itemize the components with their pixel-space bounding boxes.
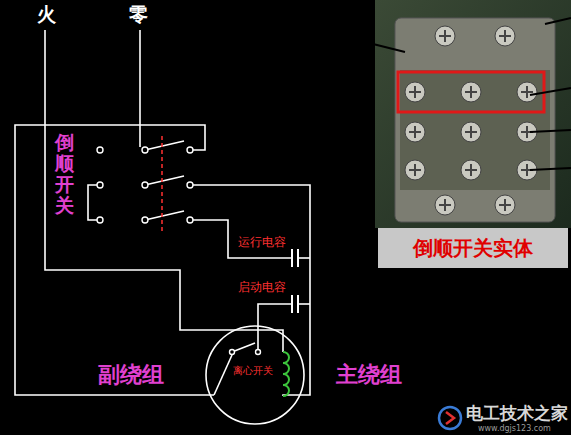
winding-label: 主绕组 (336, 362, 402, 387)
centrifugal-switch-symbol (232, 343, 255, 352)
wires (15, 30, 310, 396)
line-label: 零 (129, 4, 148, 26)
capacitor-label: 运行电容 (238, 236, 286, 250)
caption-text: 倒顺开关实体 (413, 237, 533, 260)
main-winding-coil (283, 352, 289, 396)
capacitor-label: 启动电容 (238, 281, 286, 295)
caption-band: 倒顺开关实体 (378, 228, 568, 268)
switch-photo (365, 0, 571, 228)
motor-circle: 离心开关 (205, 325, 305, 425)
jumper-wire (88, 185, 100, 220)
watermark-url: www.dgjs123.com (478, 424, 551, 433)
switch-contacts (97, 147, 261, 355)
capacitor-bus (190, 220, 292, 258)
live-wire (45, 30, 283, 352)
run-cap-wire (298, 257, 310, 259)
capacitor-symbol (292, 249, 298, 267)
line-label: 火 (37, 4, 56, 26)
aux-winding-wire (15, 125, 214, 395)
mechanical-link (161, 136, 163, 234)
main-winding-wire (190, 185, 310, 396)
capacitor-symbol (292, 295, 298, 313)
watermark: 电工技术之家 (466, 404, 568, 424)
start-cap-wire (298, 303, 310, 305)
switch-label: 倒顺开关 (55, 132, 74, 216)
neutral-wire (139, 30, 141, 147)
aux-winding-lead (214, 355, 232, 395)
switch-blades (145, 141, 184, 220)
switch-label: 离心开关 (233, 365, 273, 377)
watermark-logo (439, 407, 461, 429)
winding-label: 副绕组 (98, 362, 164, 387)
